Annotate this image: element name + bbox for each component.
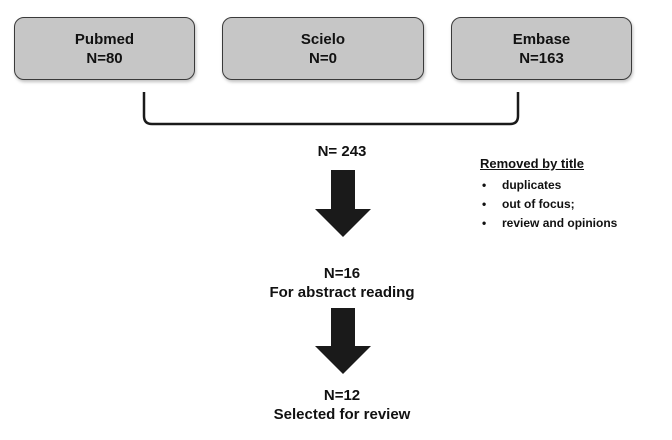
selected-label: Selected for review (273, 406, 411, 423)
removed-list: duplicates out of focus; review and opin… (480, 176, 665, 233)
source-count: N=0 (309, 49, 337, 67)
source-name: Pubmed (74, 30, 135, 48)
selected-count: N=12 (323, 387, 361, 404)
source-box-pubmed: Pubmed N=80 (14, 17, 195, 80)
source-count: N=80 (86, 49, 123, 67)
merge-bracket (142, 92, 520, 126)
source-box-scielo: Scielo N=0 (222, 17, 424, 80)
list-item: out of focus; (480, 195, 665, 214)
selected-review-block: N=12 Selected for review (0, 386, 672, 424)
removed-panel: Removed by title duplicates out of focus… (480, 156, 665, 233)
total-count: N= 243 (317, 143, 367, 160)
abstract-count: N=16 (323, 265, 361, 282)
removed-title: Removed by title (480, 156, 585, 171)
abstract-reading-block: N=16 For abstract reading (0, 264, 672, 302)
source-count: N=163 (519, 49, 564, 67)
source-name: Embase (512, 30, 571, 48)
down-arrow-icon (315, 308, 371, 374)
down-arrow-icon (315, 170, 371, 237)
source-name: Scielo (300, 30, 346, 48)
source-box-embase: Embase N=163 (451, 17, 632, 80)
list-item: duplicates (480, 176, 665, 195)
list-item: review and opinions (480, 214, 665, 233)
abstract-label: For abstract reading (269, 284, 415, 301)
